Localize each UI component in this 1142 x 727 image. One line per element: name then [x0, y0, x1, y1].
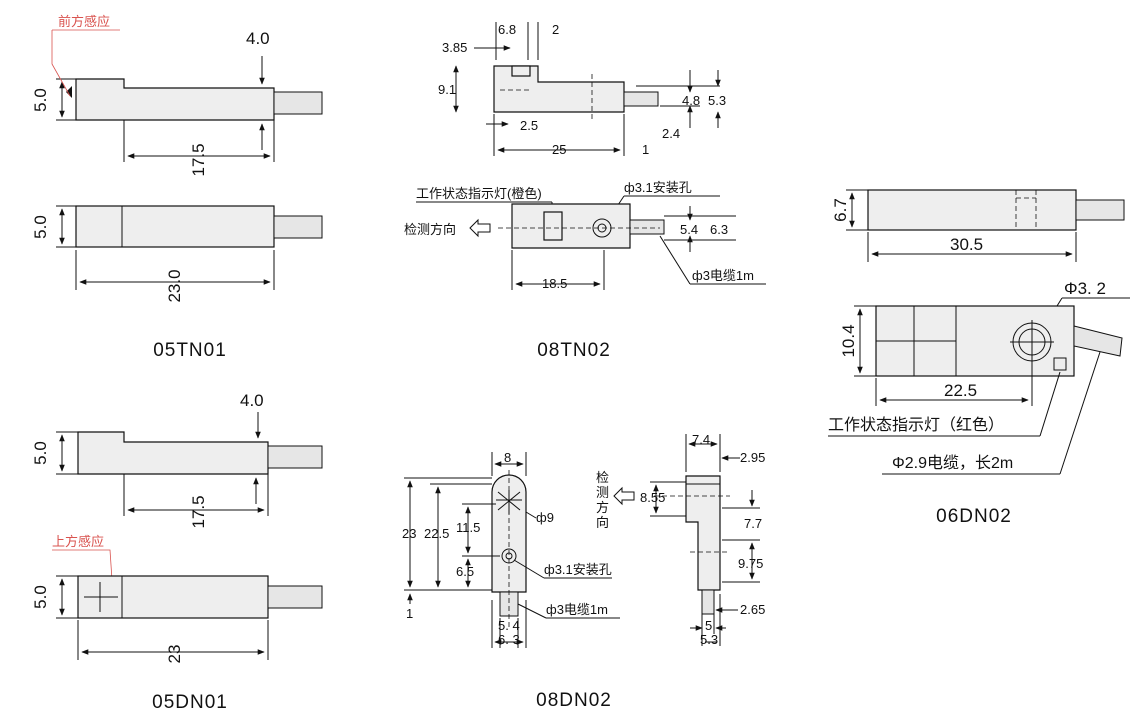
- dim-11-5: 11.5: [456, 520, 480, 535]
- detect-vertical-2: 测: [596, 485, 609, 500]
- dim-2: 2: [552, 22, 559, 37]
- dim-6-5: 6.5: [456, 564, 474, 579]
- front-sensing-label: 前方感应: [58, 14, 110, 29]
- dim-height-top: 5.0: [31, 215, 50, 239]
- dim-9-75: 9.75: [738, 556, 763, 571]
- dim-3-85: 3.85: [442, 40, 467, 55]
- dim-height-side: 5.0: [31, 88, 50, 112]
- detect-vertical-1: 检: [596, 470, 609, 485]
- dim-step: 4.0: [240, 391, 264, 410]
- detect-direction-label: 检测方向: [404, 222, 456, 237]
- drawing-08tn02: 6.8 2 3.85 9.1 4.8 5.3 2.5 2.4 25 1 工作状态…: [404, 22, 766, 361]
- phi-9-label: ф9: [536, 510, 554, 525]
- model-label: 08DN02: [536, 690, 612, 711]
- dim-total: 23: [165, 645, 184, 664]
- cable-2m-label: Φ2.9电缆，长2m: [892, 454, 1013, 472]
- dim-5: 5: [705, 618, 712, 633]
- dim-length: 17.5: [189, 143, 208, 176]
- drawing-05dn01: 4.0 5.0 17.5 上方感应 5.0 23 05DN01: [31, 391, 323, 713]
- indicator-red-label: 工作状态指示灯（红色）: [828, 416, 1004, 434]
- dim-22-5: 22.5: [424, 526, 449, 541]
- dim-6-3: 6. 3: [498, 632, 520, 647]
- dim-6-3: 6.3: [710, 222, 728, 237]
- model-label: 05TN01: [153, 340, 227, 361]
- drawing-05tn01: 5.0 前方感应 4.0 17.5 5.0 23.0 05TN01: [31, 14, 323, 361]
- dim-5-4: 5.4: [680, 222, 698, 237]
- detect-vertical-3: 方: [596, 500, 609, 515]
- dim-8-55: 8.55: [640, 490, 665, 505]
- dim-25: 25: [552, 142, 566, 157]
- dim-6-8: 6.8: [498, 22, 516, 37]
- indicator-orange-label: 工作状态指示灯(橙色): [416, 186, 542, 201]
- dim-step: 4.0: [246, 29, 270, 48]
- dim-1: 1: [406, 606, 413, 621]
- drawing-08dn02: 8 23 22.5 11.5 6.5 1 ф9 ф3.1安装孔 ф3电缆1m: [402, 432, 765, 711]
- dim-18-5: 18.5: [542, 276, 567, 291]
- cable-1m-label: ф3电缆1m: [546, 602, 608, 617]
- sensor-body-top: [75, 205, 275, 248]
- dim-5-4: 5. 4: [498, 618, 520, 633]
- mount-hole-label: ф3.1安装孔: [544, 562, 612, 577]
- sensor-body-side: [75, 78, 275, 121]
- phi-3-2-label: Φ3. 2: [1064, 279, 1106, 298]
- dim-1: 1: [642, 142, 649, 157]
- detect-vertical-4: 向: [596, 515, 609, 530]
- dim-22-5: 22.5: [944, 381, 977, 400]
- dim-5-3: 5.3: [700, 632, 718, 647]
- dim-9-1: 9.1: [438, 82, 456, 97]
- model-label: 06DN02: [936, 506, 1012, 527]
- mount-hole-label: ф3.1安装孔: [624, 180, 692, 195]
- dim-8: 8: [504, 450, 511, 465]
- top-sensing-label: 上方感应: [52, 534, 104, 549]
- dim-2-5: 2.5: [520, 118, 538, 133]
- dim-7-7: 7.7: [744, 516, 762, 531]
- dim-5-3: 5.3: [708, 93, 726, 108]
- dim-6-7: 6.7: [831, 198, 850, 222]
- dim-2-95: 2.95: [740, 450, 765, 465]
- dim-height-side: 5.0: [31, 441, 50, 465]
- cable: [273, 91, 323, 115]
- dim-2-65: 2.65: [740, 602, 765, 617]
- dim-4-8: 4.8: [682, 93, 700, 108]
- drawing-06dn02: 6.7 30.5 Φ3. 2 10.4 22.5 工作状态指示灯（红色） Φ2.…: [828, 189, 1130, 527]
- dim-30-5: 30.5: [950, 235, 983, 254]
- model-label: 08TN02: [537, 340, 611, 361]
- dim-10-4: 10.4: [839, 324, 858, 357]
- dim-height-top: 5.0: [31, 585, 50, 609]
- dim-2-4: 2.4: [662, 126, 680, 141]
- dim-length: 17.5: [189, 495, 208, 528]
- dim-23: 23: [402, 526, 416, 541]
- model-label: 05DN01: [152, 692, 228, 713]
- dim-total: 23.0: [165, 269, 184, 302]
- dim-7-4: 7.4: [692, 432, 710, 447]
- cable-1m-label: ф3电缆1m: [692, 268, 754, 283]
